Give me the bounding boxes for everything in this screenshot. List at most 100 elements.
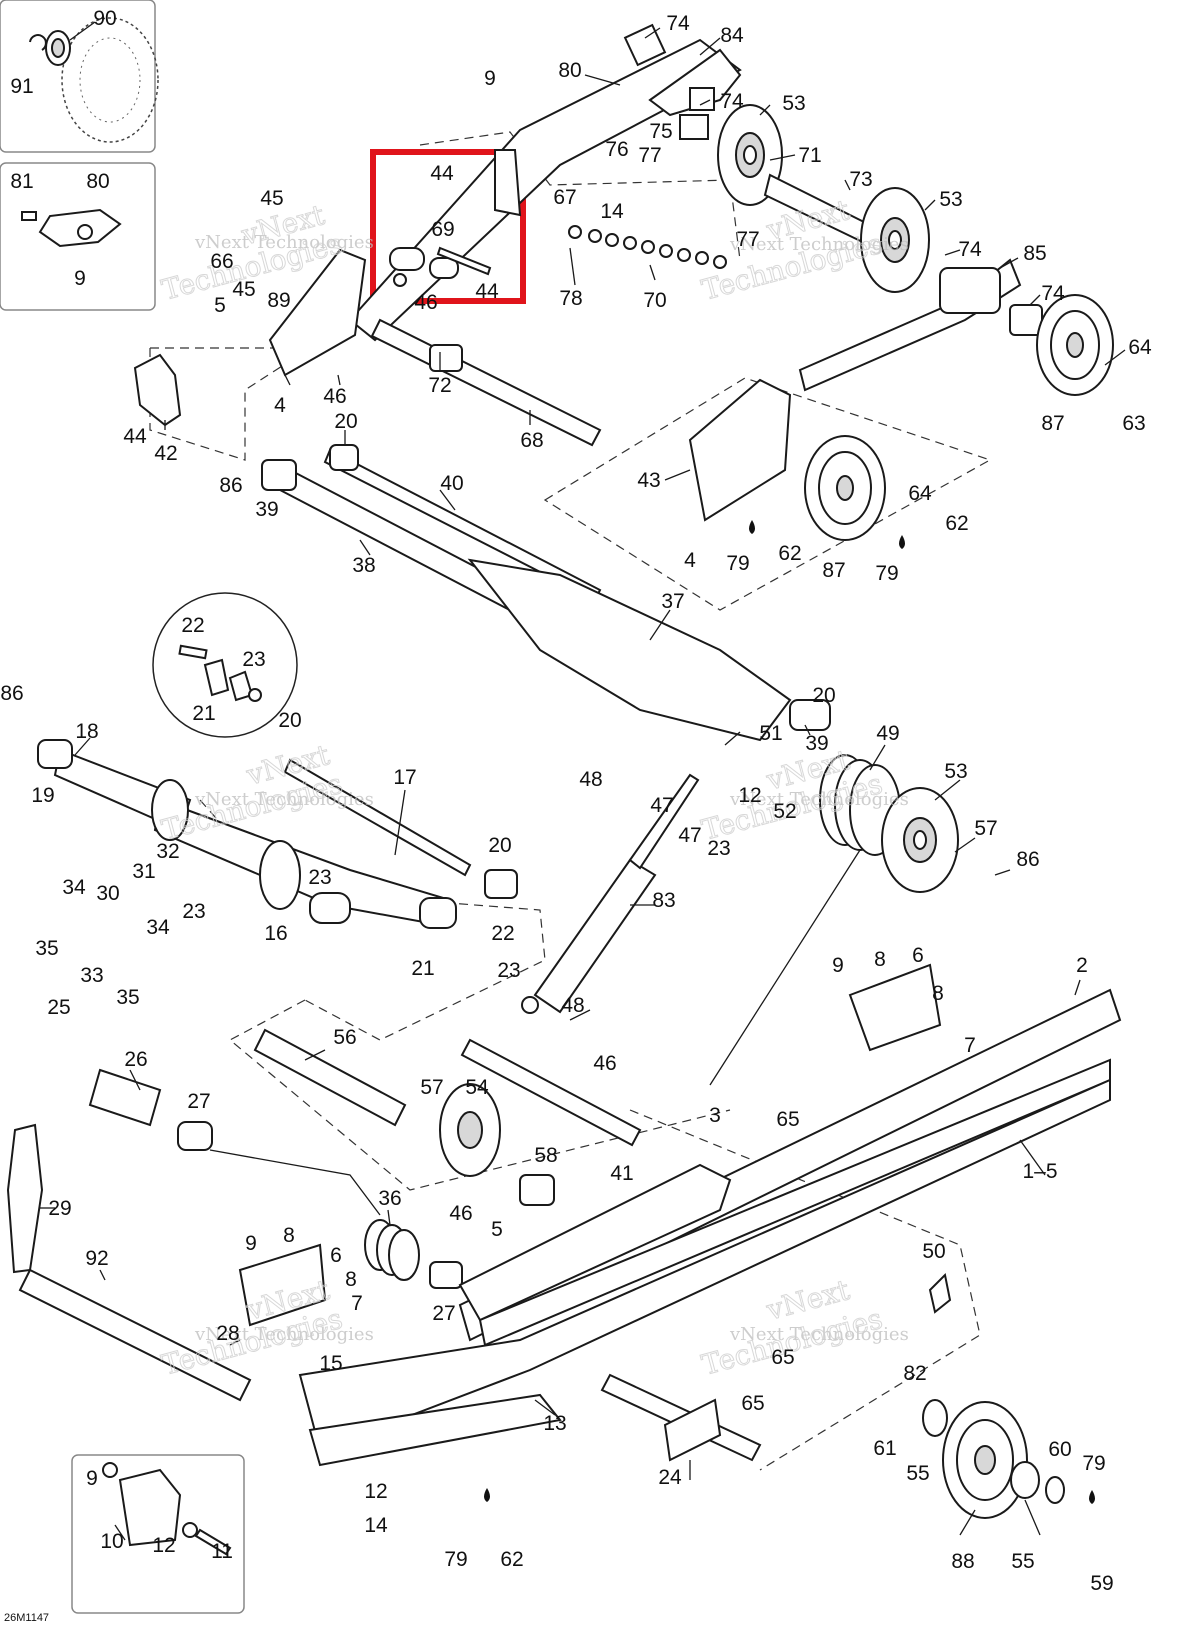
callout-79: 79: [726, 552, 749, 575]
svg-text:vNext Technologies: vNext Technologies: [194, 789, 374, 810]
callout-20: 20: [334, 410, 357, 433]
callout-37: 37: [661, 590, 684, 613]
callout-74: 74: [1041, 282, 1065, 305]
callout-23: 23: [707, 837, 730, 860]
callout-23: 23: [242, 648, 265, 671]
callout-61: 61: [873, 1437, 896, 1460]
callout-86: 86: [219, 474, 242, 497]
callout-17: 17: [393, 766, 416, 789]
callout-36: 36: [378, 1187, 401, 1210]
callout-70: 70: [643, 289, 666, 312]
callout-87: 87: [822, 559, 845, 582]
bushing-20-mid: [484, 869, 518, 899]
detail-circle-21-22-23: [152, 592, 298, 738]
callout-22: 22: [181, 614, 204, 637]
bushing-27-left: [177, 1121, 213, 1151]
callout-50: 50: [922, 1240, 945, 1263]
callout-27: 27: [187, 1090, 210, 1113]
callout-13: 13: [543, 1412, 566, 1435]
callout-53: 53: [782, 92, 805, 115]
callout-81: 81: [10, 170, 33, 193]
rail-assembly-1-5: [298, 988, 1122, 1452]
callout-65: 65: [741, 1392, 764, 1415]
stopper-10-inset: [102, 1462, 232, 1556]
callout-34: 34: [62, 876, 86, 899]
callout-44: 44: [430, 162, 454, 185]
callout-10: 10: [100, 1530, 123, 1553]
callout-5: 5: [214, 294, 226, 317]
svg-text:vNext Technologies: vNext Technologies: [194, 1324, 374, 1345]
callout-20: 20: [812, 684, 835, 707]
callout-11: 11: [211, 1540, 233, 1563]
callout-20: 20: [488, 834, 511, 857]
bushing-72: [429, 344, 463, 372]
callout-9: 9: [74, 267, 86, 290]
svg-text:vNext Technologies: vNext Technologies: [729, 234, 909, 255]
inset-box-bottom-left: [71, 1454, 245, 1614]
bracket-24: [663, 1398, 722, 1462]
bracket-6-lower: [238, 1243, 327, 1327]
idler-wheel-53-middle: [881, 787, 959, 893]
callout-83: 83: [652, 889, 675, 912]
callout-49: 49: [876, 722, 899, 745]
inset-box-middle-left: [0, 162, 156, 311]
callout-68: 68: [520, 429, 543, 452]
rear-wheel-87-lower: [804, 435, 886, 541]
stop-50: [928, 1272, 952, 1314]
callout-53: 53: [944, 760, 967, 783]
callout-4: 4: [274, 394, 286, 417]
callout-39: 39: [255, 498, 278, 521]
callout-60: 60: [1048, 1438, 1071, 1461]
callout-47: 47: [650, 794, 673, 817]
washer-chain-70: [568, 225, 727, 269]
dashed-outline-upper: [419, 131, 741, 261]
callout-74: 74: [720, 90, 744, 113]
callout-55: 55: [1011, 1550, 1034, 1573]
callout-16: 16: [264, 922, 287, 945]
callout-8: 8: [345, 1268, 357, 1291]
callout-8: 8: [932, 982, 944, 1005]
callout-87: 87: [1041, 412, 1064, 435]
callout-15: 15: [319, 1352, 342, 1375]
callout-46: 46: [414, 291, 437, 314]
bracket-6-upper: [848, 963, 942, 1052]
callout-79: 79: [444, 1548, 467, 1571]
bushing-20-right: [789, 699, 831, 731]
callout-78: 78: [559, 287, 582, 310]
callout-46: 46: [593, 1052, 616, 1075]
right-side-bracket-43: [688, 378, 792, 522]
callout-65: 65: [771, 1346, 794, 1369]
callout-25: 25: [47, 996, 70, 1019]
dashed-outline-lower-left: [228, 999, 731, 1191]
dashed-outline-lower-right: [629, 1109, 981, 1471]
callout-18: 18: [75, 720, 98, 743]
callout-46: 46: [323, 385, 346, 408]
leader-lines: [40, 21, 1126, 1541]
bushing-26: [88, 1068, 162, 1127]
callout-53: 53: [939, 188, 962, 211]
callout-86: 86: [1016, 848, 1039, 871]
callout-12: 12: [152, 1534, 175, 1557]
callout-8: 8: [874, 948, 886, 971]
callout-85: 85: [1023, 242, 1046, 265]
callout-12: 12: [738, 784, 761, 807]
callout-19: 19: [31, 784, 54, 807]
highlighted-parts-69: [389, 149, 522, 287]
upper-idler-wheel-2: [860, 187, 930, 293]
callout-71: 71: [798, 144, 821, 167]
callout-28: 28: [216, 1322, 239, 1345]
callout-73: 73: [849, 168, 872, 191]
callout-56: 56: [333, 1026, 356, 1049]
rear-wheel-87-upper: [1036, 294, 1114, 396]
svg-text:vNext Technologies: vNext Technologies: [194, 232, 374, 253]
center-frame-37: [467, 558, 792, 742]
dashed-outline-left-bracket: [149, 347, 313, 461]
callout-26: 26: [124, 1048, 147, 1071]
callout-79: 79: [1082, 1452, 1105, 1475]
callout-27: 27: [432, 1302, 455, 1325]
callout-57: 57: [420, 1076, 443, 1099]
callout-9: 9: [484, 67, 496, 90]
torsion-spring-36: [209, 1149, 420, 1281]
bushing-58: [519, 1174, 555, 1206]
